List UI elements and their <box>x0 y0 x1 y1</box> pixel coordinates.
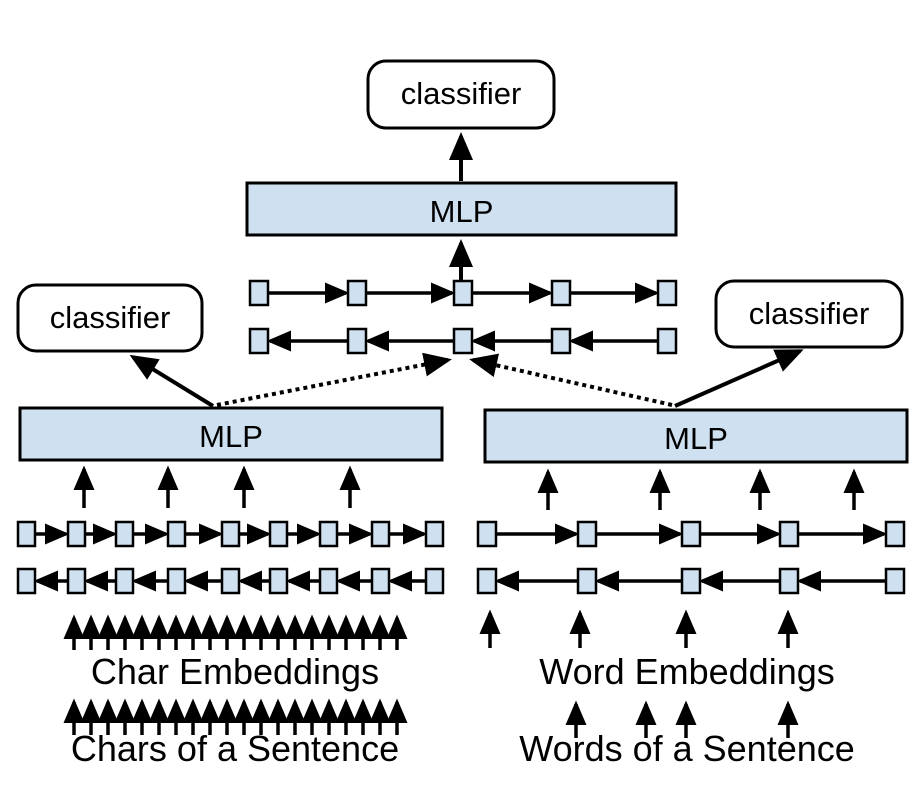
char-mlp-label: MLP <box>199 419 263 454</box>
word-classifier-label: classifier <box>748 296 870 331</box>
top-lstm-forward-cell <box>452 279 474 307</box>
word-bilstm-to-mlp-arrows <box>537 468 865 510</box>
top-mlp-label: MLP <box>429 194 494 229</box>
top-lstm-backward-cell <box>248 327 270 355</box>
char-input-arrows <box>63 698 408 735</box>
char-lstm-forward-cell <box>220 520 241 548</box>
word-embedding-arrows <box>479 609 799 648</box>
top-lstm-forward-cell <box>346 279 368 307</box>
char-lstm-forward-cell <box>16 520 37 548</box>
top-lstm-backward-cell <box>656 327 678 355</box>
char-lstm-forward-cell <box>268 520 289 548</box>
word-lstm-forward-cell <box>778 520 800 548</box>
word-lstm-backward-cell <box>884 567 906 595</box>
top-lstm-forward-cell <box>248 279 270 307</box>
char-embeddings-label: Char Embeddings <box>90 651 380 692</box>
char-lstm-backward-cell <box>370 567 391 595</box>
word-mlp-to-classifier-arrow <box>674 349 804 408</box>
top-lstm-backward-cell <box>346 327 368 355</box>
word-bilstm <box>476 520 906 595</box>
char-input-label: Chars of a Sentence <box>70 728 400 769</box>
word-lstm-backward-cell <box>680 567 702 595</box>
top-classifier-label: classifier <box>400 76 522 111</box>
char-mlp-to-top-dotted-arrow <box>216 352 452 407</box>
char-lstm-backward-cell <box>424 567 445 595</box>
char-lstm-backward-cell <box>114 567 135 595</box>
char-lstm-forward-cell <box>318 520 339 548</box>
char-mlp-box <box>18 406 444 462</box>
char-lstm-backward-cell <box>318 567 339 595</box>
char-lstm-backward-cell <box>16 567 37 595</box>
char-lstm-backward-cell <box>166 567 187 595</box>
char-lstm-forward-cell <box>370 520 391 548</box>
word-lstm-backward-cell <box>778 567 800 595</box>
word-mlp-box <box>483 408 909 464</box>
char-classifier-box <box>16 283 204 353</box>
word-classifier-box <box>714 279 904 349</box>
word-embeddings-label: Word Embeddings <box>539 651 835 692</box>
char-lstm-forward-cell <box>166 520 187 548</box>
top-lstm-backward-cell <box>550 327 572 355</box>
char-lstm-forward-cell <box>114 520 135 548</box>
char-bilstm-to-mlp-arrows <box>73 465 361 508</box>
char-lstm-backward-cell <box>268 567 289 595</box>
char-embedding-arrows <box>63 614 408 650</box>
top-lstm-forward-cell <box>656 279 678 307</box>
top-mlp-box <box>245 181 678 237</box>
char-mlp-to-classifier-arrow <box>129 354 215 408</box>
word-input-arrows <box>565 700 799 738</box>
word-lstm-forward-cell <box>476 520 498 548</box>
top-lstm-backward-cell <box>452 327 474 355</box>
top-bilstm <box>248 279 678 355</box>
top-lstm-forward-cell <box>550 279 572 307</box>
char-lstm-backward-cell <box>66 567 87 595</box>
word-lstm-backward-cell <box>576 567 598 595</box>
word-lstm-backward-cell <box>476 567 498 595</box>
word-lstm-forward-cell <box>680 520 702 548</box>
top-classifier-box <box>366 59 556 130</box>
word-lstm-forward-cell <box>576 520 598 548</box>
char-bilstm <box>16 520 445 595</box>
char-lstm-backward-cell <box>220 567 241 595</box>
word-mlp-to-top-dotted-arrow <box>469 353 673 407</box>
word-lstm-forward-cell <box>884 520 906 548</box>
word-input-label: Words of a Sentence <box>519 728 855 769</box>
word-mlp-label: MLP <box>664 421 728 456</box>
char-lstm-forward-cell <box>66 520 87 548</box>
char-classifier-label: classifier <box>49 300 171 335</box>
char-lstm-forward-cell <box>424 520 445 548</box>
